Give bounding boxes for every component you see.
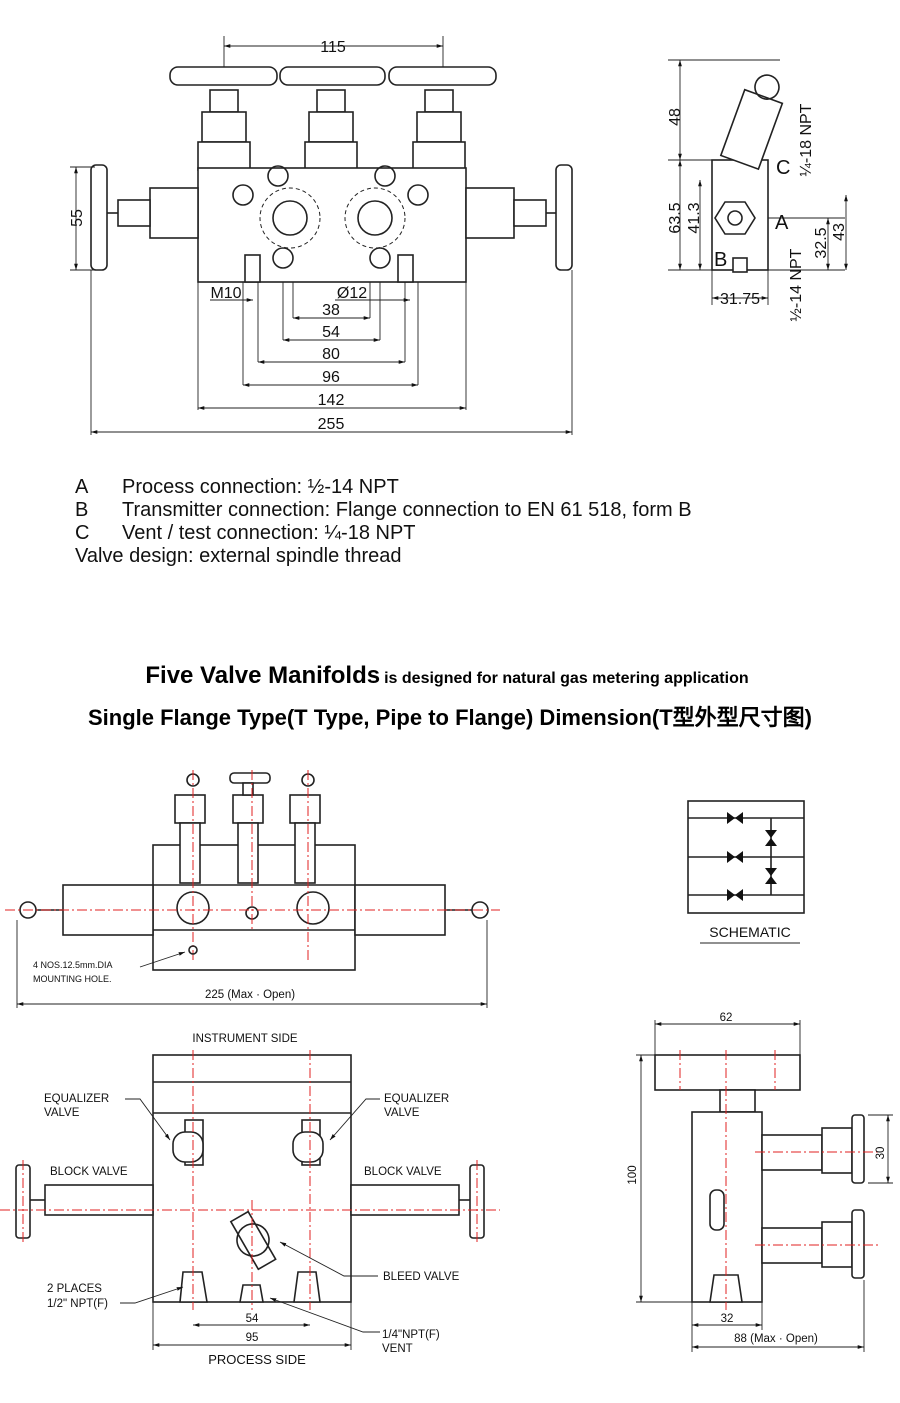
dim-142: 142 <box>318 392 345 409</box>
dim-255: 255 <box>318 416 345 433</box>
equalizer-right-label-2: VALVE <box>384 1107 420 1119</box>
dim-41-3: 41.3 <box>686 202 703 233</box>
label-a: A <box>775 212 789 234</box>
dim-43: 43 <box>831 223 848 241</box>
instrument-side-label: INSTRUMENT SIDE <box>192 1033 298 1045</box>
label-c: C <box>776 157 790 179</box>
places-label: 2 PLACES <box>47 1283 102 1295</box>
dim-dia12: Ø12 <box>337 285 367 302</box>
schematic-label: SCHEMATIC <box>709 924 790 940</box>
dim-63-5: 63.5 <box>667 202 684 233</box>
block-valve-right-label: BLOCK VALVE <box>364 1166 442 1178</box>
legend-text: Transmitter connection: Flange connectio… <box>122 499 692 521</box>
dim-100: 100 <box>627 1165 639 1184</box>
dim-88: 88 (Max · Open) <box>734 1333 818 1345</box>
dim-80: 80 <box>322 346 340 363</box>
legend-note: Valve design: external spindle thread <box>75 545 402 567</box>
legend-text: Process connection: ½-14 NPT <box>122 476 399 498</box>
equalizer-right-label: EQUALIZER <box>384 1093 449 1105</box>
top-view-bottom: INSTRUMENT SIDE EQUALIZER VALVE EQUALIZE… <box>0 1033 500 1367</box>
process-side-label: PROCESS SIDE <box>208 1352 306 1367</box>
dim-115: 115 <box>320 39 346 56</box>
npt-half: ½-14 NPT <box>788 248 805 321</box>
dim-55: 55 <box>69 209 86 227</box>
dim-30: 30 <box>875 1147 887 1160</box>
equalizer-left-label-2: VALVE <box>44 1107 80 1119</box>
legend-key: B <box>75 499 88 521</box>
equalizer-left-label: EQUALIZER <box>44 1093 109 1105</box>
dim-62: 62 <box>720 1012 733 1024</box>
npt-quarter: ¼-18 NPT <box>798 103 815 176</box>
dim-38: 38 <box>322 302 340 319</box>
side-view-top: 48 63.5 41.3 C A B ¼-18 NPT 32.5 43 ½-14… <box>667 59 848 321</box>
dim-32: 32 <box>721 1313 734 1325</box>
dim-54: 54 <box>322 324 340 341</box>
dim-54-bottom: 54 <box>246 1313 259 1325</box>
dim-m10: M10 <box>210 285 241 302</box>
title-bold: Five Valve Manifolds <box>145 662 380 689</box>
side-view-bottom: 62 100 30 32 88 (Max · Open) <box>627 1012 893 1352</box>
dim-96: 96 <box>322 369 340 386</box>
dim-95: 95 <box>246 1332 259 1344</box>
dim-225: 225 (Max · Open) <box>205 989 295 1001</box>
section-subtitle: Single Flange Type(T Type, Pipe to Flang… <box>88 705 812 730</box>
legend-key: A <box>75 476 89 498</box>
front-view-top: 115 55 M10 Ø12 38 54 80 96 142 255 <box>69 36 573 435</box>
legend-key: C <box>75 522 89 544</box>
bleed-valve-label: BLEED VALVE <box>383 1271 460 1283</box>
mounting-hole-label-2: MOUNTING HOLE. <box>33 974 112 984</box>
block-valve-left-label: BLOCK VALVE <box>50 1166 128 1178</box>
vent-npt-label: 1/4"NPT(F) <box>382 1329 440 1341</box>
title-rest: is designed for natural gas metering app… <box>384 670 749 687</box>
mounting-hole-label-1: 4 NOS.12.5mm.DIA <box>33 960 113 970</box>
dim-32-5: 32.5 <box>813 227 830 258</box>
dim-31-75: 31.75 <box>720 291 760 308</box>
legend-text: Vent / test connection: ¼-18 NPT <box>122 522 416 544</box>
dim-48: 48 <box>667 108 684 126</box>
schematic: SCHEMATIC <box>687 800 805 944</box>
label-b: B <box>714 249 727 271</box>
front-view-bottom: 4 NOS.12.5mm.DIA MOUNTING HOLE. 225 (Max… <box>5 770 500 1008</box>
vent-label: VENT <box>382 1343 413 1355</box>
npt-half-label: 1/2" NPT(F) <box>47 1298 108 1310</box>
legend: A Process connection: ½-14 NPT B Transmi… <box>75 476 692 567</box>
